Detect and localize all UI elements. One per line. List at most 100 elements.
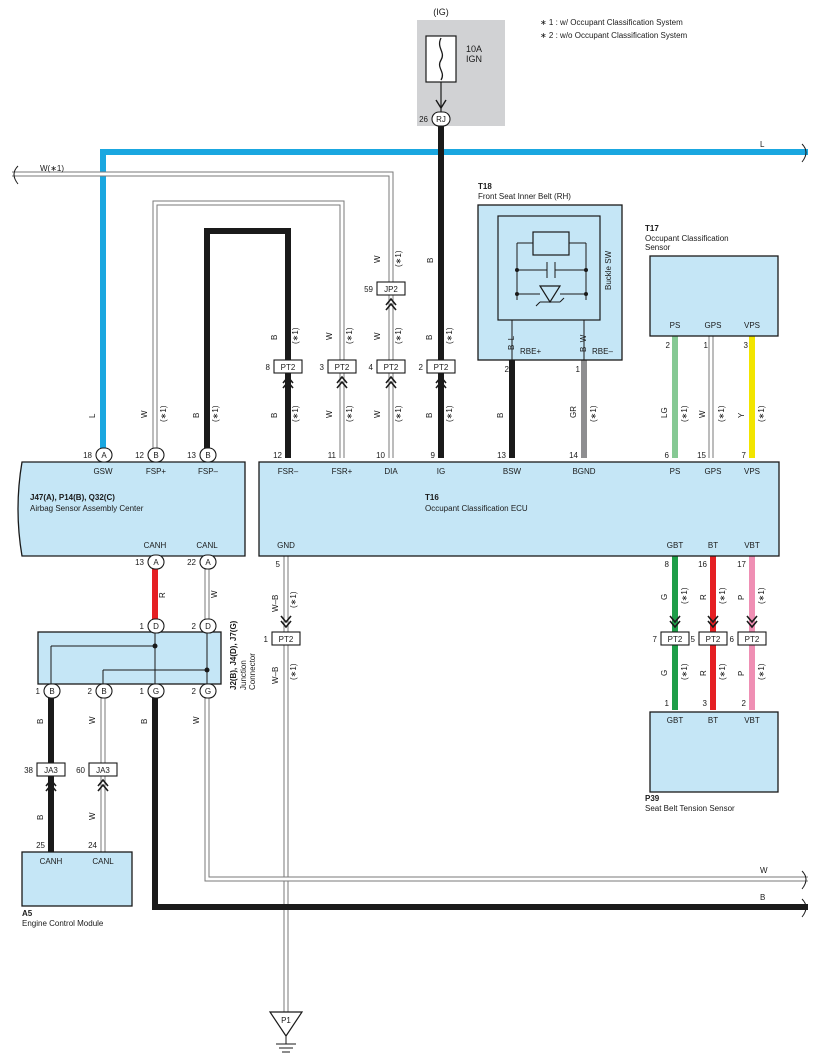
svg-text:PT2: PT2 (335, 363, 350, 372)
airbag-id: J47(A), P14(B), Q32(C) (30, 493, 115, 502)
t17-name-1: Occupant Classification (645, 234, 729, 243)
wl-star-fspp: (∗1) (159, 405, 168, 422)
t18-name: Front Seat Inner Belt (RH) (478, 192, 571, 201)
wl-w-fspp: W (140, 410, 149, 418)
wl-y-vps: Y (737, 412, 746, 418)
wl-star-gbt-1: (∗1) (680, 587, 689, 604)
a5-pin-canh: 25 (36, 841, 45, 850)
wl-star-gps: (∗1) (717, 405, 726, 422)
bw-label: B–W (579, 334, 588, 352)
wl-b-bottom: B (760, 893, 765, 902)
rbe-minus-label: RBE– (592, 347, 613, 356)
svg-text:B: B (49, 687, 54, 696)
note-2: ∗ 2 : w/o Occupant Classification System (540, 31, 688, 40)
t17-name-2: Sensor (645, 243, 671, 252)
airbag-name: Airbag Sensor Assembly Center (30, 504, 144, 513)
svg-text:8: 8 (665, 560, 670, 569)
ground-label: P1 (281, 1016, 291, 1025)
pin-num-j2b: 2 (88, 687, 93, 696)
pin-pt2-vbt: 6 (730, 635, 735, 644)
connector-rj: RJ (431, 111, 451, 127)
wire-b-fsp-minus (204, 228, 291, 458)
ecu-bottom-terminals: GND GBT BT VBT 5 8 16 17 (276, 541, 760, 569)
t16-id: T16 (425, 493, 439, 502)
t18-id: T18 (478, 182, 492, 191)
wl-w-dia-mid: W (373, 332, 382, 340)
pin-num-j1g: 1 (140, 687, 145, 696)
connector-pt2-gbt: PT2 (660, 615, 690, 646)
t17-pin-gps: 1 (704, 341, 709, 350)
svg-text:10: 10 (376, 451, 385, 460)
pin-j-2b: B (95, 683, 113, 699)
wl-g-gbt-1: G (660, 594, 669, 600)
p39-sensor-box (649, 711, 779, 793)
svg-text:17: 17 (737, 560, 746, 569)
svg-text:15: 15 (697, 451, 706, 460)
wl-star-gnd-2: (∗1) (289, 663, 298, 680)
t16-name: Occupant Classification ECU (425, 504, 528, 513)
fuse-supply-label: (IG) (433, 7, 449, 17)
wl-star-dia-mid: (∗1) (394, 327, 403, 344)
wl-b-j1b: B (36, 719, 45, 724)
wl-w-j2b: W (88, 716, 97, 724)
t17-sensor-box (649, 255, 779, 337)
svg-text:14: 14 (569, 451, 578, 460)
svg-text:12: 12 (273, 451, 282, 460)
svg-text:BT: BT (708, 541, 718, 550)
wl-star-fspm: (∗1) (211, 405, 220, 422)
break-mark-l (801, 143, 807, 163)
wl-star-ig-mid: (∗1) (445, 327, 454, 344)
note-1: ∗ 1 : w/ Occupant Classification System (540, 18, 683, 27)
wl-w-j2g: W (192, 716, 201, 724)
svg-text:BSW: BSW (503, 467, 522, 476)
wl-w-dia-top: W (373, 255, 382, 263)
fuse-name: IGN (466, 54, 482, 64)
wl-p-vbt-1: P (737, 595, 746, 600)
wl-star-vps: (∗1) (757, 405, 766, 422)
wl-g-gbt-2: G (660, 670, 669, 676)
wl-p-vbt-2: P (737, 671, 746, 676)
pin-pt2-dia: 4 (369, 363, 374, 372)
wl-w-dia: W (373, 410, 382, 418)
p39-name: Seat Belt Tension Sensor (645, 804, 735, 813)
connector-pt2-fsr-plus: PT2 (327, 359, 357, 389)
svg-text:D: D (205, 622, 211, 631)
svg-text:9: 9 (431, 451, 436, 460)
wire-w-dia (12, 171, 394, 458)
t18-buckle-box (477, 204, 623, 361)
ground-symbol (268, 1011, 304, 1053)
term-fspm: FSP– (198, 467, 219, 476)
ecu-top-terminals: FSR– FSR+ DIA IG BSW BGND PS GPS VPS 12 … (273, 451, 760, 476)
pin-j-1g: G (147, 683, 165, 699)
wl-star-vbt-1: (∗1) (757, 587, 766, 604)
wl-star-fsr-top: (∗1) (291, 327, 300, 344)
junction-internal (50, 632, 210, 690)
break-mark-b (801, 898, 807, 918)
svg-text:JA3: JA3 (96, 766, 110, 775)
svg-text:PT2: PT2 (281, 363, 296, 372)
svg-text:GBT: GBT (667, 541, 684, 550)
wl-b-fsr-top: B (270, 335, 279, 340)
svg-text:GND: GND (277, 541, 295, 550)
pin-num-j2d: 2 (192, 622, 197, 631)
wl-b-j1g: B (140, 719, 149, 724)
pin-pt2-ig: 2 (419, 363, 424, 372)
svg-text:5: 5 (276, 560, 281, 569)
wl-b-ig: B (425, 413, 434, 418)
svg-text:JA3: JA3 (44, 766, 58, 775)
p39-bt: BT (708, 716, 718, 725)
pin-j-1d: D (147, 618, 165, 634)
svg-text:PT2: PT2 (668, 635, 683, 644)
wl-star-fsrp-top: (∗1) (345, 327, 354, 344)
wl-star-bt-1: (∗1) (718, 587, 727, 604)
junction-name-2: Connector (248, 653, 257, 690)
wl-star-gnd-1: (∗1) (289, 591, 298, 608)
bgnd-pin-t18: 1 (576, 365, 581, 374)
pin-ja3-canl: 60 (76, 766, 85, 775)
wl-star-dia: (∗1) (394, 405, 403, 422)
wl-b-fsr: B (270, 413, 279, 418)
svg-text:7: 7 (742, 451, 747, 460)
wl-lg-ps: LG (660, 407, 669, 418)
svg-text:B: B (153, 451, 158, 460)
